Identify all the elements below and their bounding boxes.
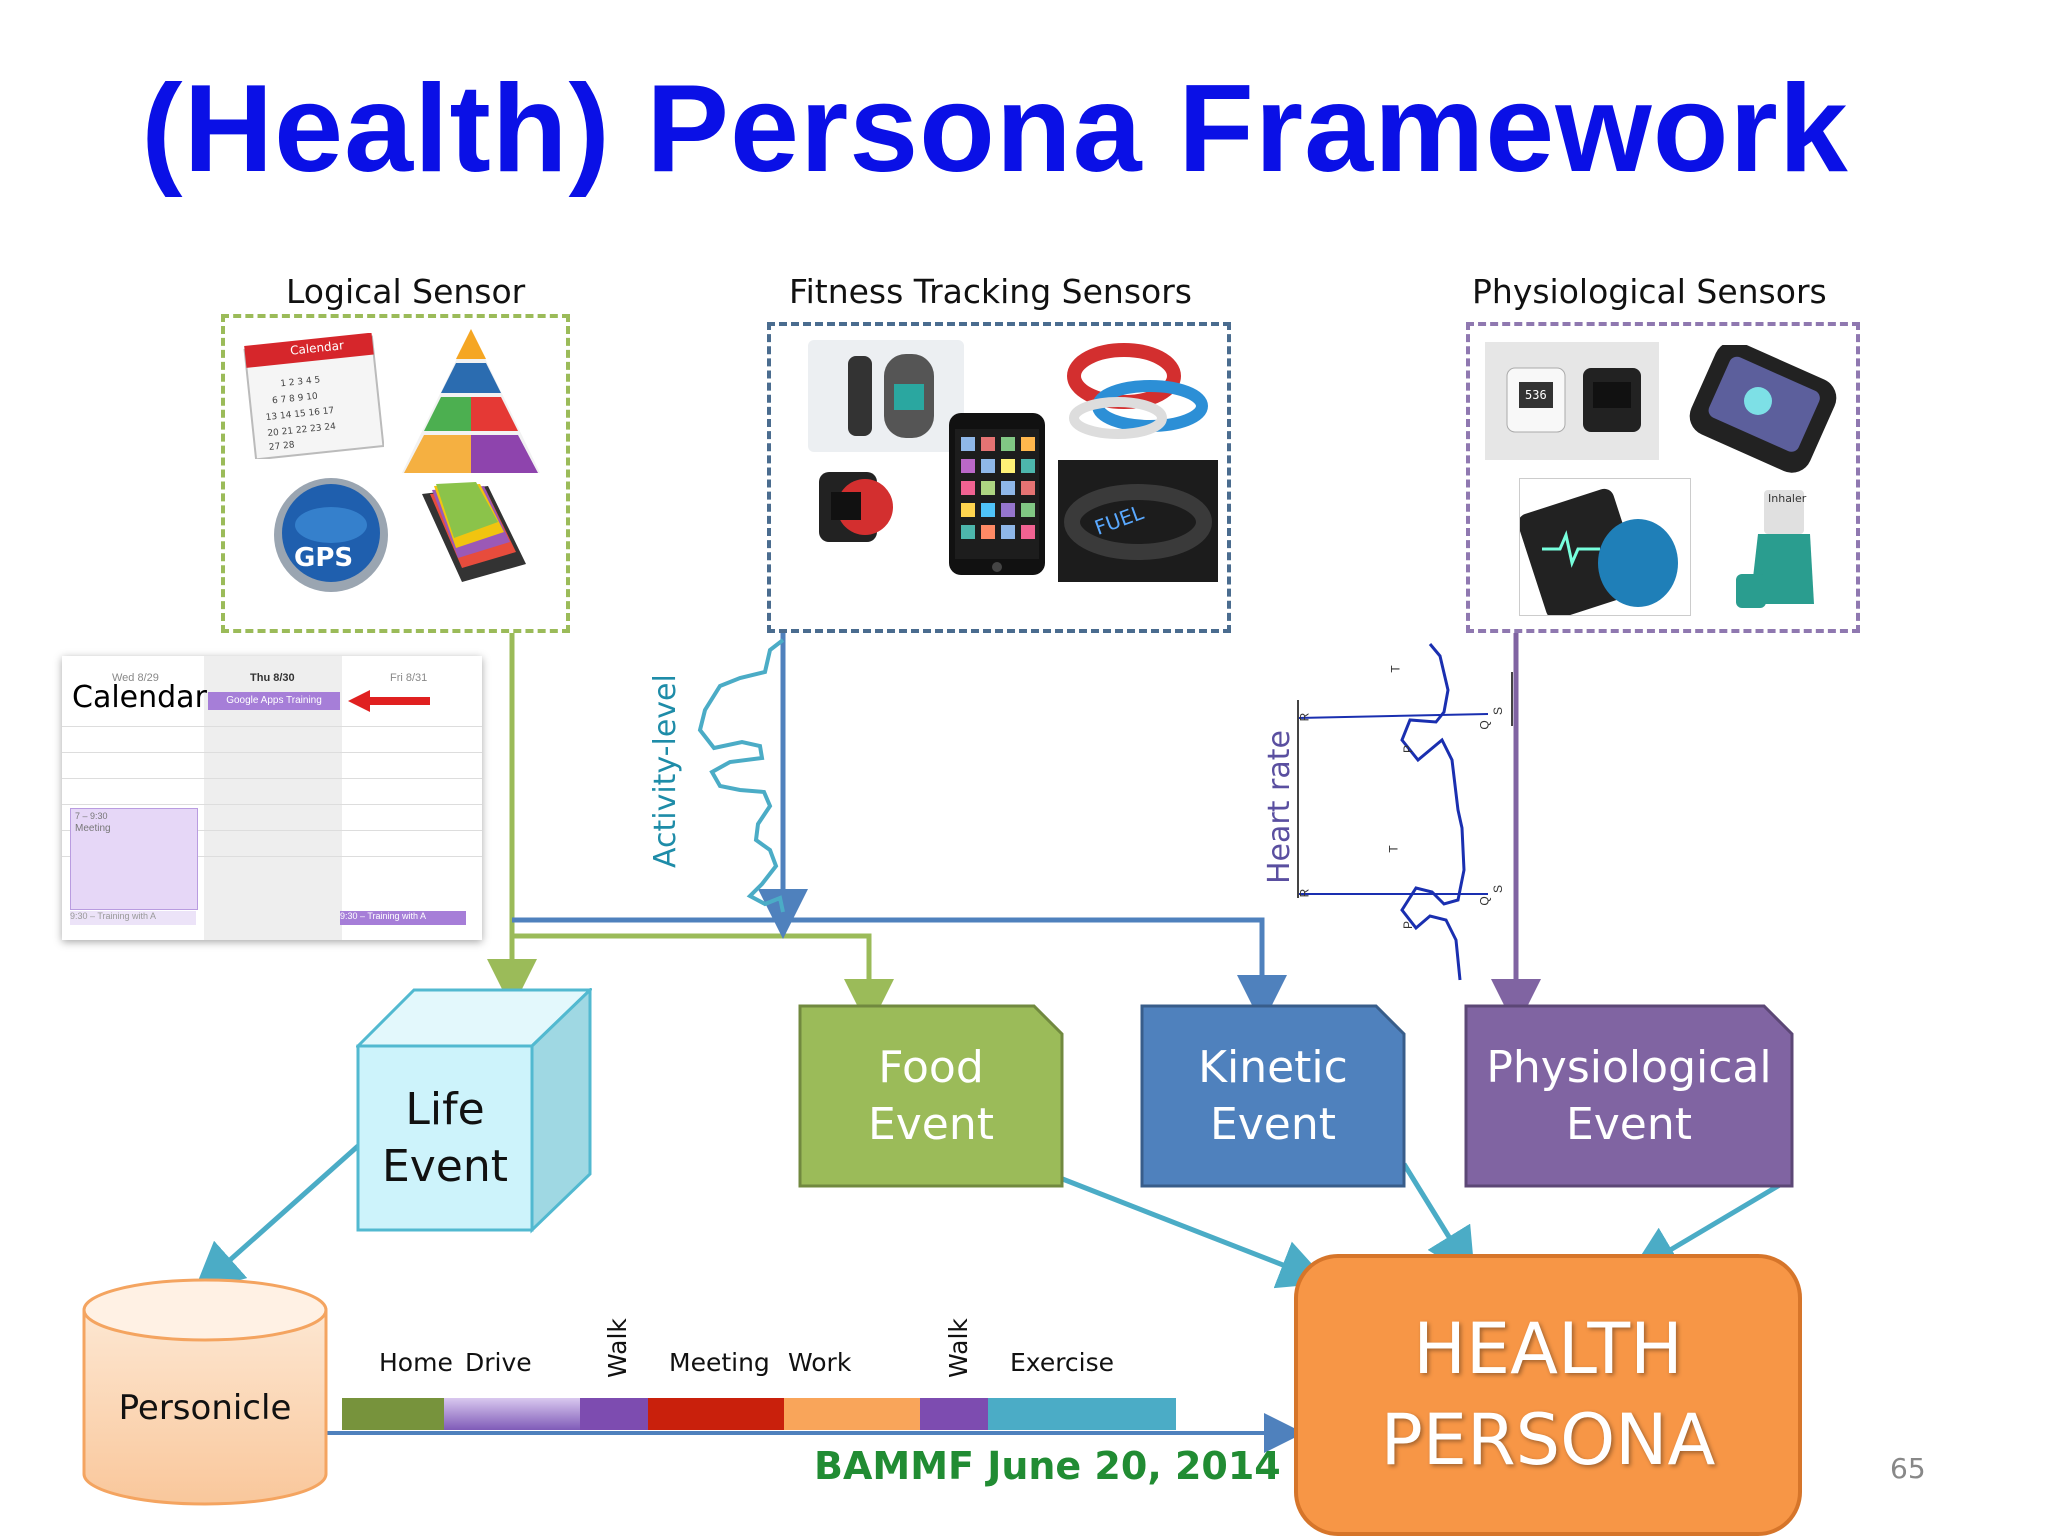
life-event-line1: Life xyxy=(405,1083,485,1135)
inhaler-text: Inhaler xyxy=(1768,492,1807,505)
physio-thermometer-phone-icon xyxy=(1680,341,1840,473)
kinetic-event-line1: Kinetic xyxy=(1198,1041,1348,1093)
timeline-segment-work xyxy=(784,1398,920,1430)
kinetic-event: Kinetic Event xyxy=(1140,1004,1406,1188)
meeting-time-text: 7 – 9:30 xyxy=(75,811,108,821)
red-arrow-icon xyxy=(348,690,430,712)
life-event: Life Event xyxy=(358,1046,532,1230)
physio-ecg-phone-icon xyxy=(1518,478,1691,620)
fitness-wristbands-icon xyxy=(1058,342,1220,442)
watch-time-text: 536 xyxy=(1525,388,1547,402)
ecg-label: Q xyxy=(1477,720,1492,730)
timeline-label-drive: Drive xyxy=(465,1348,532,1377)
logical-to-food-connector xyxy=(512,933,894,1029)
food-pyramid-icon xyxy=(400,325,542,477)
calendar-widget: Wed 8/29 Thu 8/30 Fri 8/31 Calendar Goog… xyxy=(62,656,482,940)
personicle-label: Personicle xyxy=(118,1388,292,1428)
food-event-line1: Food xyxy=(878,1041,984,1093)
ecg-label: P xyxy=(1401,744,1416,754)
activity-level-signal xyxy=(697,638,785,913)
svg-text:1 2 3 4 5: 1 2 3 4 5 xyxy=(280,375,321,389)
fitness-sensors-label: Fitness Tracking Sensors xyxy=(789,272,1192,311)
timeline-label-walk-2: Walk xyxy=(944,1318,973,1378)
fitness-fuelband-icon: FUEL xyxy=(1058,460,1218,582)
life-event-line2: Event xyxy=(381,1141,509,1192)
ecg-label: R xyxy=(1297,888,1312,898)
timeline-segment-walk-2 xyxy=(920,1398,988,1430)
timeline-segment-walk-1 xyxy=(580,1398,648,1430)
ecg-label: Q xyxy=(1477,896,1492,906)
physiological-sensors-box xyxy=(1466,322,1860,633)
health-persona-line1: HEALTH xyxy=(1413,1308,1683,1390)
ecg-label: S xyxy=(1491,706,1506,716)
ecg-label: T xyxy=(1388,665,1403,673)
gps-icon-text: GPS xyxy=(294,543,354,573)
ecg-label: P xyxy=(1401,920,1416,930)
physiological-sensors-label: Physiological Sensors xyxy=(1472,272,1827,311)
timeline-label-work: Work xyxy=(788,1348,852,1377)
inhaler-icon: Inhaler xyxy=(1728,480,1844,620)
life-event-cube xyxy=(356,988,592,1234)
food-event-shape xyxy=(798,1004,1064,1188)
ecg-label: S xyxy=(1491,884,1506,894)
timeline-label-walk-1: Walk xyxy=(603,1318,632,1378)
svg-text:6 7 8 9 10: 6 7 8 9 10 xyxy=(272,392,319,407)
fitness-to-kinetic-connector xyxy=(512,917,1287,1025)
health-persona-box: HEALTH PERSONA xyxy=(1294,1254,1802,1536)
fitness-smartphone-icon xyxy=(949,413,1045,575)
calendar-event-training-fri: 9:30 – Training with A xyxy=(340,911,466,925)
timeline-label-exercise: Exercise xyxy=(1010,1348,1115,1377)
activity-level-label: Activity-level xyxy=(648,674,683,868)
physio-smartwatch-icon: 536 xyxy=(1485,342,1659,460)
timeline-label-meeting: Meeting xyxy=(669,1348,770,1377)
timeline-segment-meeting xyxy=(648,1398,784,1430)
calendar-day-thu: Thu 8/30 xyxy=(250,672,295,684)
health-persona-line2: PERSONA xyxy=(1380,1399,1716,1481)
calendar-widget-label: Calendar xyxy=(72,680,207,715)
kinetic-to-persona-connector xyxy=(1401,1162,1476,1280)
heart-rate-label: Heart rate xyxy=(1262,730,1297,884)
calendar-event-training-wed: 9:30 – Training with A xyxy=(70,911,196,925)
timeline-segment-exercise xyxy=(988,1398,1176,1430)
logical-sensor-label: Logical Sensor xyxy=(286,272,526,311)
timeline-segment-home xyxy=(342,1398,444,1430)
meeting-text: Meeting xyxy=(75,823,111,834)
footer-text: BAMMF June 20, 2014 xyxy=(814,1444,1281,1488)
slide-title: (Health) Persona Framework xyxy=(141,60,1849,198)
physiological-event-line1: Physiological xyxy=(1486,1041,1772,1093)
food-event-line2: Event xyxy=(867,1099,995,1150)
ecg-label: R xyxy=(1297,712,1312,722)
timeline-label-home: Home xyxy=(379,1348,453,1377)
physio-to-persona-connector xyxy=(1628,1177,1790,1275)
physiological-event-shape xyxy=(1464,1004,1794,1188)
timeline-segment-drive xyxy=(444,1398,580,1430)
fitness-sensors-box xyxy=(767,322,1231,633)
calendar-event-training: Google Apps Training xyxy=(208,692,340,710)
calendar-event-meeting: 7 – 9:30 Meeting xyxy=(70,808,198,910)
kinetic-event-line2: Event xyxy=(1209,1099,1337,1150)
logical-sensor-box xyxy=(221,314,570,633)
food-event: Food Event xyxy=(798,1004,1064,1188)
personicle-cylinder xyxy=(82,1278,328,1506)
food-to-persona-connector xyxy=(1059,1175,1330,1289)
kinetic-event-shape xyxy=(1140,1004,1406,1188)
notes-stack-icon xyxy=(418,482,530,588)
physiological-event-line2: Event xyxy=(1565,1099,1693,1150)
fitness-clip-tracker-icon xyxy=(808,340,964,452)
heart-rate-ecg-signal xyxy=(1400,643,1466,981)
calendar-day-wed: Wed 8/29 xyxy=(112,672,159,684)
svg-text:27 28: 27 28 xyxy=(268,440,295,453)
fitness-watch-icon xyxy=(785,462,911,552)
gps-icon: GPS xyxy=(272,475,390,595)
life-to-personicle-connector xyxy=(193,1144,360,1293)
ecg-label: T xyxy=(1386,845,1401,853)
calendar-day-fri: Fri 8/31 xyxy=(390,672,428,684)
slide-number: 65 xyxy=(1890,1452,1926,1485)
physiological-event: Physiological Event xyxy=(1464,1004,1794,1188)
